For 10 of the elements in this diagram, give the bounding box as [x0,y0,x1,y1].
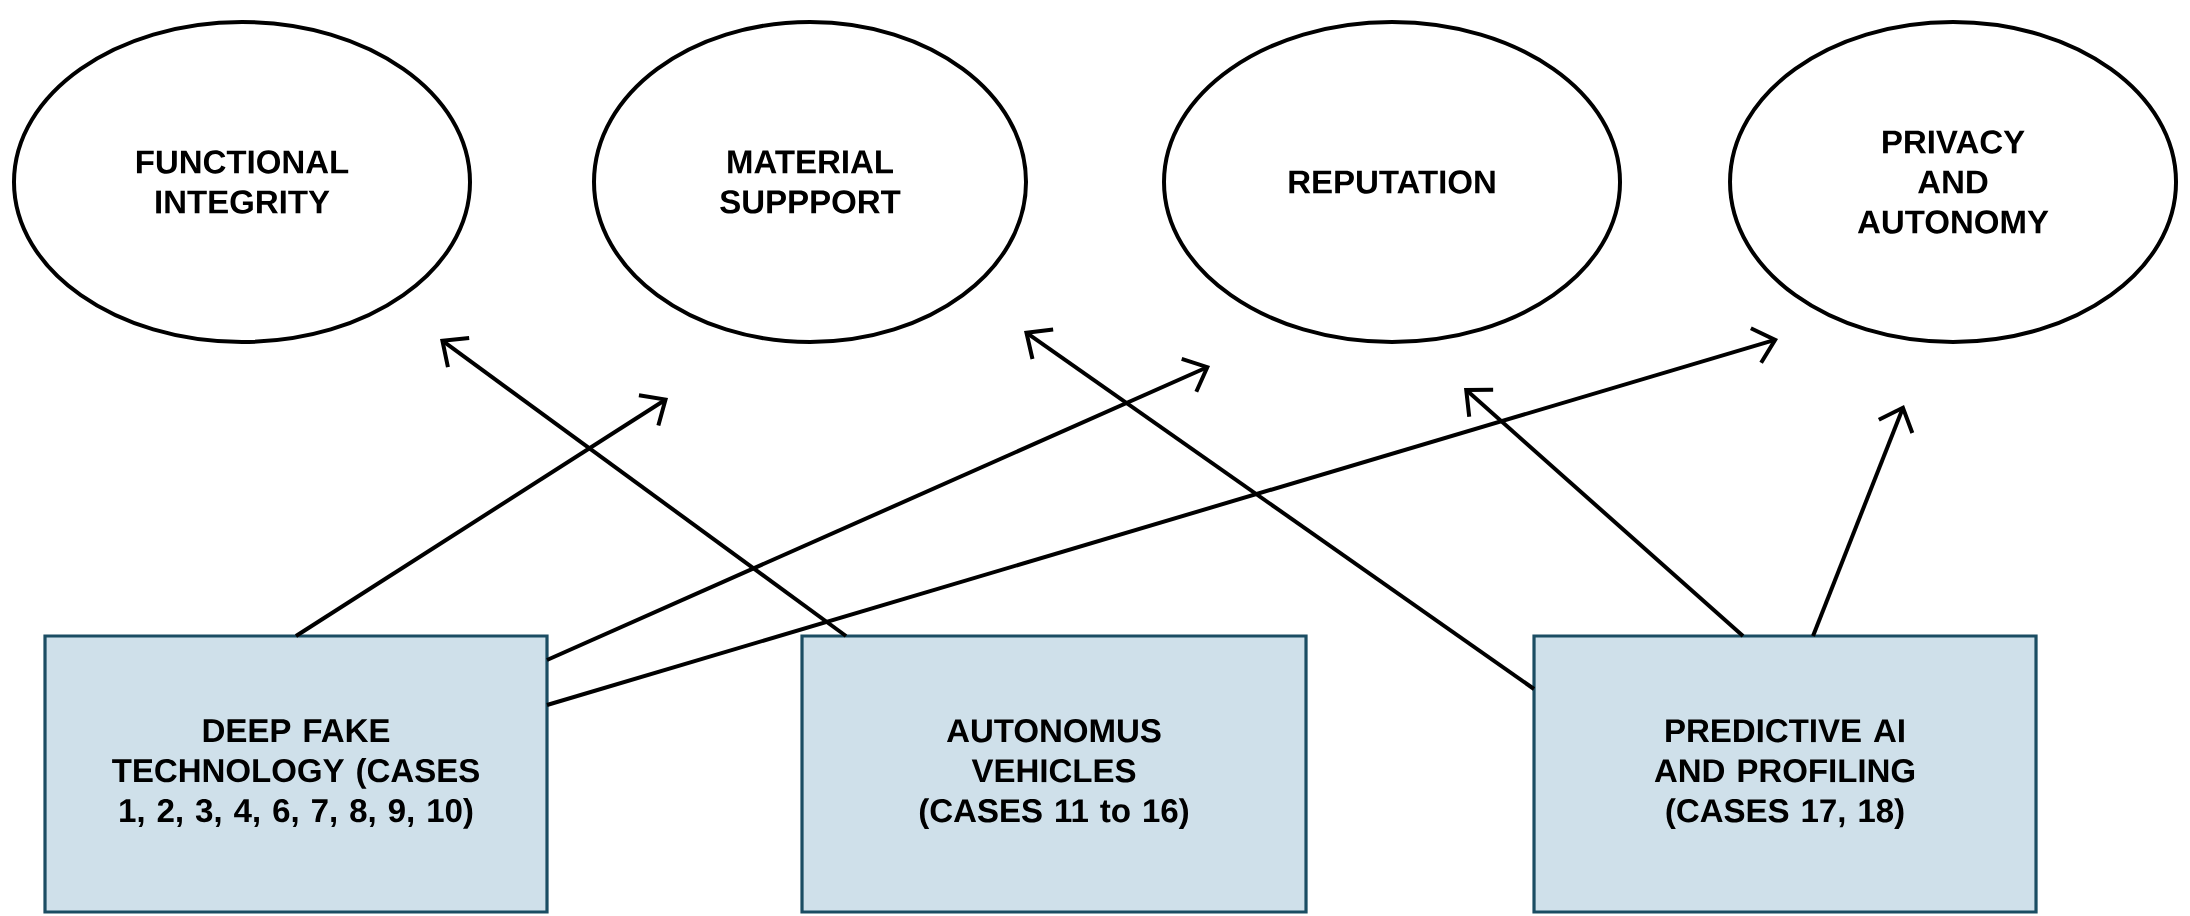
case-box: AUTONOMUS VEHICLES (CASES 11 to 16) [800,634,1308,914]
arrow [1024,327,1536,691]
case-box: PREDICTIVE AI AND PROFILING (CASES 17, 18) [1532,634,2038,914]
arrow [546,326,1779,707]
arrow [1811,405,1915,637]
arrow [546,356,1211,662]
arrow [294,393,668,638]
arrow [1464,387,1745,638]
case-box: DEEP FAKE TECHNOLOGY (CASES 1, 2, 3, 4, 6, 7, 8, 9, 10) [43,634,549,914]
arrow [440,336,848,638]
